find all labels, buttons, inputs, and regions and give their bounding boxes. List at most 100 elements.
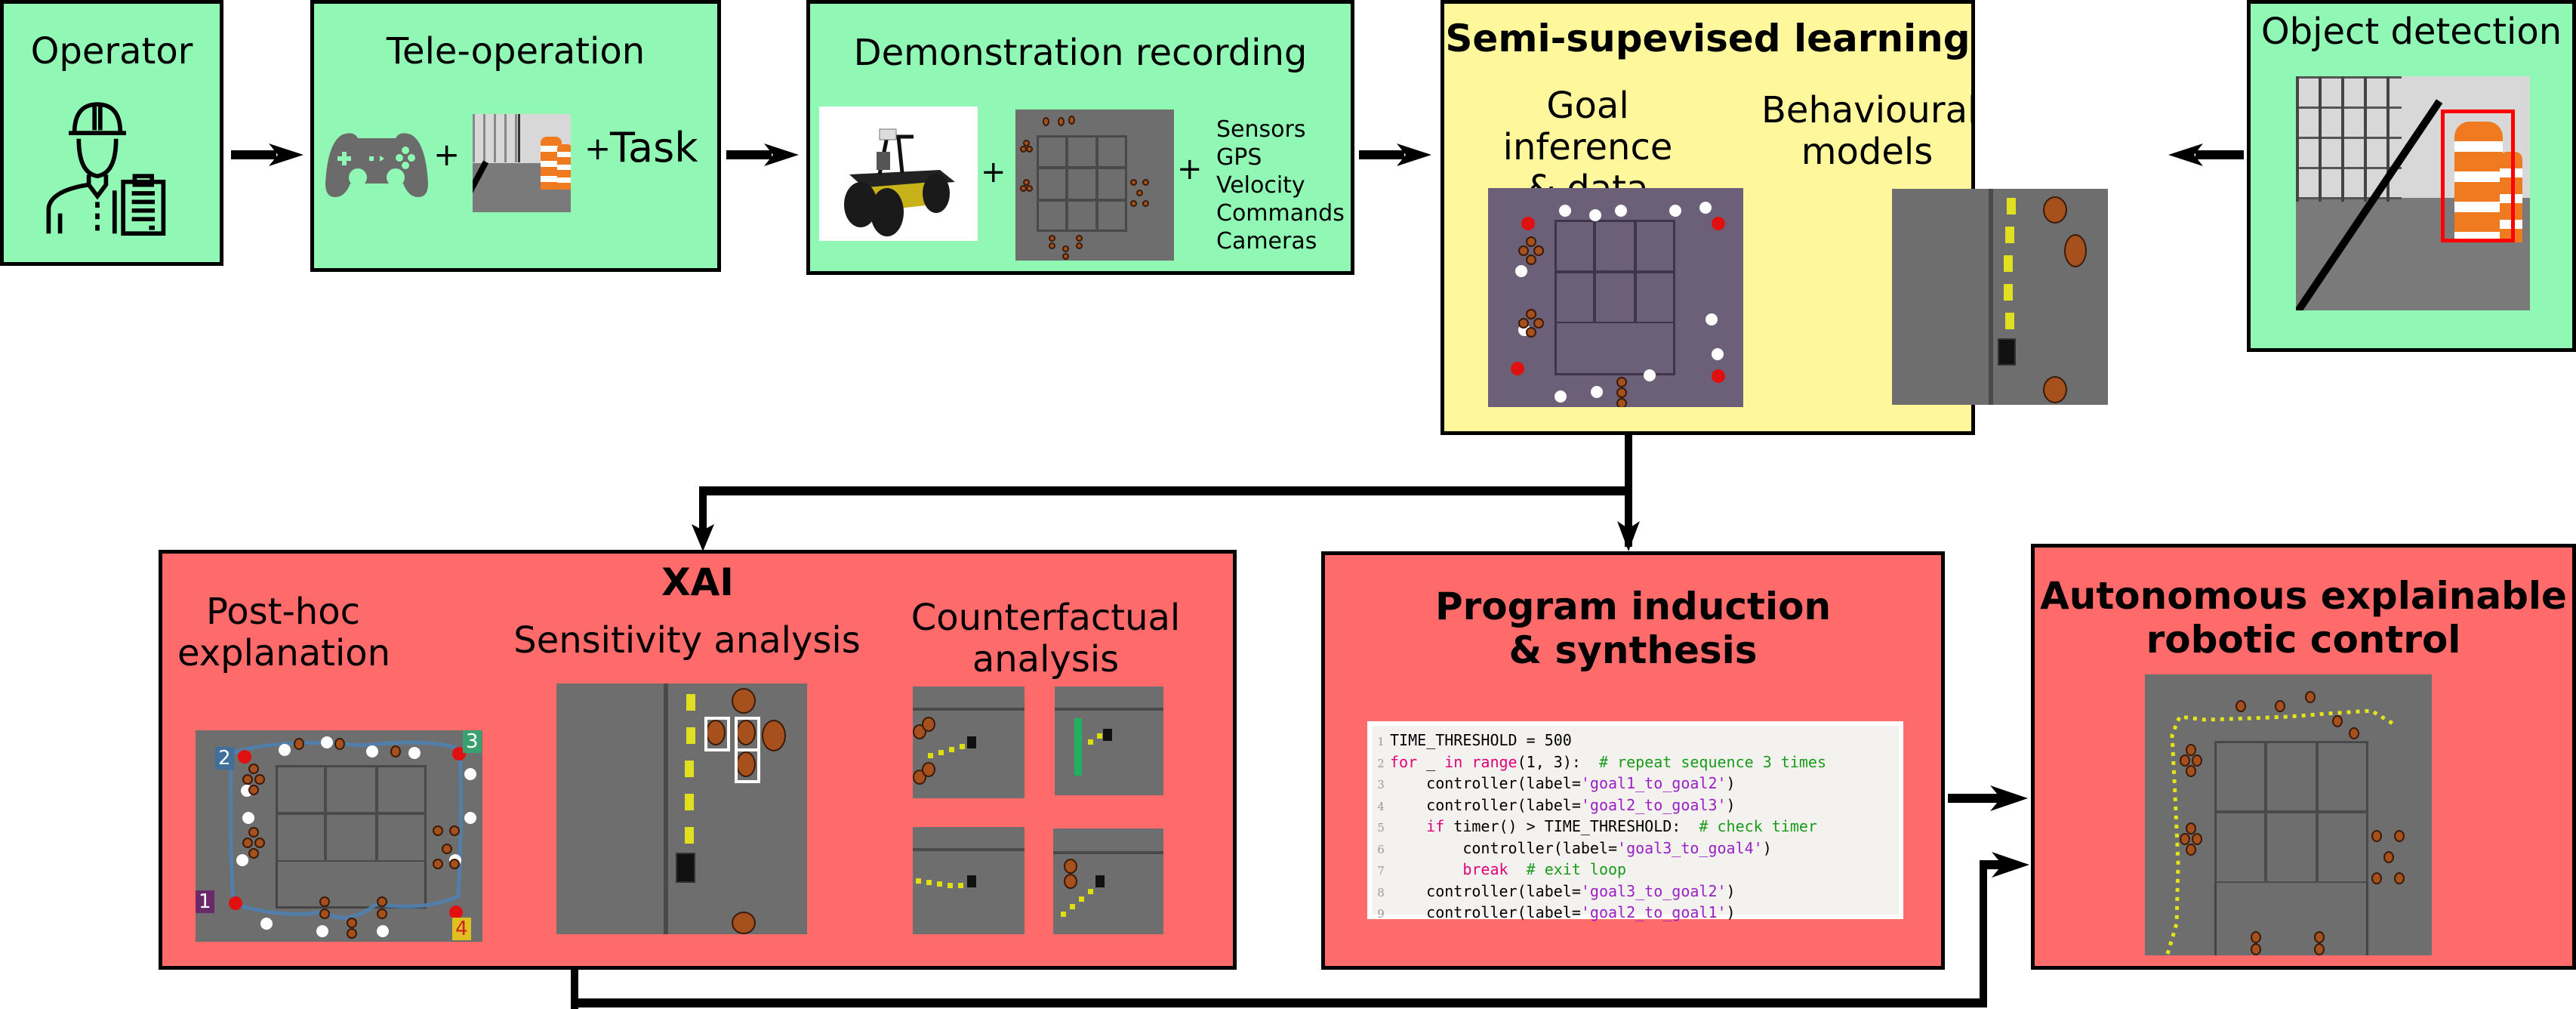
learning-title: Semi-supevised learning [1445,17,1971,60]
teleoperation-block: Tele-operation + + Task [310,0,721,272]
counterfactual-image-4 [1053,828,1163,934]
code-token: for [1390,752,1418,771]
line-number: 5 [1377,821,1385,835]
line-number: 1 [1377,735,1385,748]
code-token: in [1444,752,1463,771]
code-token: range [1471,752,1518,771]
code-line: 6 controller(label='goal3_to_goal4') [1372,838,1899,860]
arrow-to-program-induction [1617,521,1640,551]
detection-camera-image [2296,76,2530,310]
plus-sign: + [1177,152,1203,187]
goal-label-4: 4 [452,918,471,940]
counterfactual-image-3 [913,827,1025,934]
posthoc-map-image: 1 2 3 4 [196,730,482,942]
code-token: ) [1726,881,1736,900]
robot-rover-icon [844,128,955,236]
counterfactual-image-2 [1055,687,1163,795]
code-token: if [1426,817,1445,835]
detection-bounding-box [2441,110,2515,242]
connector-xai-feedback-horizontal [571,998,1987,1007]
code-token: controller(label= [1390,774,1581,792]
line-number: 2 [1377,756,1385,770]
code-token: ) [1762,838,1772,857]
code-token [1462,753,1471,771]
operator-block: Operator [0,0,223,266]
warehouse-map-image [1015,110,1174,261]
code-line: 2 for _ in range(1, 3): # repeat sequence… [1372,752,1899,774]
code-token: TIME_THRESHOLD = 500 [1390,731,1572,749]
autonomous-control-block: Autonomous explainable robotic control [2031,544,2576,970]
trajectory-path [228,740,464,920]
code-token: controller(label= [1390,903,1581,921]
posthoc-explanation-label: Post-hoc explanation [177,591,391,675]
line-number: 4 [1377,799,1385,813]
line-number: 8 [1377,885,1385,899]
code-token: ) [1726,903,1736,921]
arrow-operator-to-teleoperation [231,143,304,166]
task-label: Task [610,124,698,171]
code-token: (1, 3): [1517,752,1599,771]
line-number: 6 [1377,842,1385,856]
line-number: 7 [1377,864,1385,878]
plus-sign: + [433,136,461,173]
robot-rover-image [819,106,978,241]
connector-xai-feedback-up [1980,866,1987,1007]
code-token: # exit loop [1526,860,1627,878]
connector-horizontal-to-xai [699,486,1632,495]
plus-sign: + [981,155,1006,190]
data-item-gps: GPS [1216,144,1262,171]
autonomous-trajectory-map-image [2145,674,2432,955]
arrow-to-xai [692,524,714,551]
code-token: 'goal3_to_goal2' [1580,881,1727,900]
recorded-data-list: Sensors GPS Velocity Commands Cameras [1216,116,1345,255]
connector-xai-feedback-down [571,968,578,1009]
object-detection-title: Object detection [2260,11,2562,53]
code-line: 7 break # exit loop [1372,859,1899,881]
object-detection-block: Object detection [2247,0,2576,352]
arrow-object-detection-to-learning [2168,143,2244,166]
code-line: 8 controller(label='goal3_to_goal2') [1372,881,1899,903]
arrow-program-to-autonomous [1948,785,2028,811]
sensitivity-analysis-label: Sensitivity analysis [513,619,861,662]
arrow-xai-to-autonomous [1980,852,2029,878]
data-item-sensors: Sensors [1216,116,1306,143]
autonomous-path [2165,708,2396,955]
connector-xai-down [699,486,707,532]
code-token: # check timer [1699,817,1817,835]
salient-region-box [735,748,760,783]
code-token: 'goal2_to_goal1' [1580,903,1727,921]
data-item-commands: Commands [1216,200,1345,227]
code-line: 9 controller(label='goal2_to_goal1') [1372,903,1899,924]
code-token: 'goal1_to_goal2' [1580,774,1727,792]
sensitivity-analysis-image [556,683,807,934]
xai-title: XAI [661,560,734,604]
code-line: 5 if timer() > TIME_THRESHOLD: # check t… [1372,816,1899,838]
demonstration-title: Demonstration recording [853,32,1308,74]
counterfactual-image-1 [913,687,1025,798]
counterfactual-analysis-label: Counterfactual analysis [911,597,1181,681]
synthesized-program-code: 1 TIME_THRESHOLD = 500 2 for _ in range(1, … [1367,721,1903,921]
code-token: # repeat sequence 3 times [1598,752,1827,771]
goal-label-3: 3 [463,730,482,753]
salient-region-box [704,717,730,751]
salient-region-box [735,717,760,751]
program-induction-title: Program induction & synthesis [1434,585,1832,672]
code-token: 'goal2_to_goal3' [1580,795,1727,814]
code-line: 1 TIME_THRESHOLD = 500 [1372,730,1899,752]
teleoperation-title: Tele-operation [386,30,646,73]
plus-sign: + [584,130,612,167]
code-token: break [1462,860,1508,878]
construction-worker-icon [46,102,166,236]
data-item-velocity: Velocity [1216,172,1305,199]
goal-inference-map-image [1488,188,1743,407]
code-token: controller(label= [1390,838,1618,857]
behavioural-model-image [1892,189,2108,405]
code-token [1390,860,1462,878]
arrow-demonstration-to-learning [1359,143,1431,166]
code-token: controller(label= [1390,795,1581,814]
code-token: _ [1417,752,1445,771]
code-token: 'goal3_to_goal4' [1617,838,1763,857]
arrow-teleoperation-to-demonstration [726,143,799,166]
camera-view-image [473,114,571,212]
code-token: controller(label= [1390,881,1581,900]
